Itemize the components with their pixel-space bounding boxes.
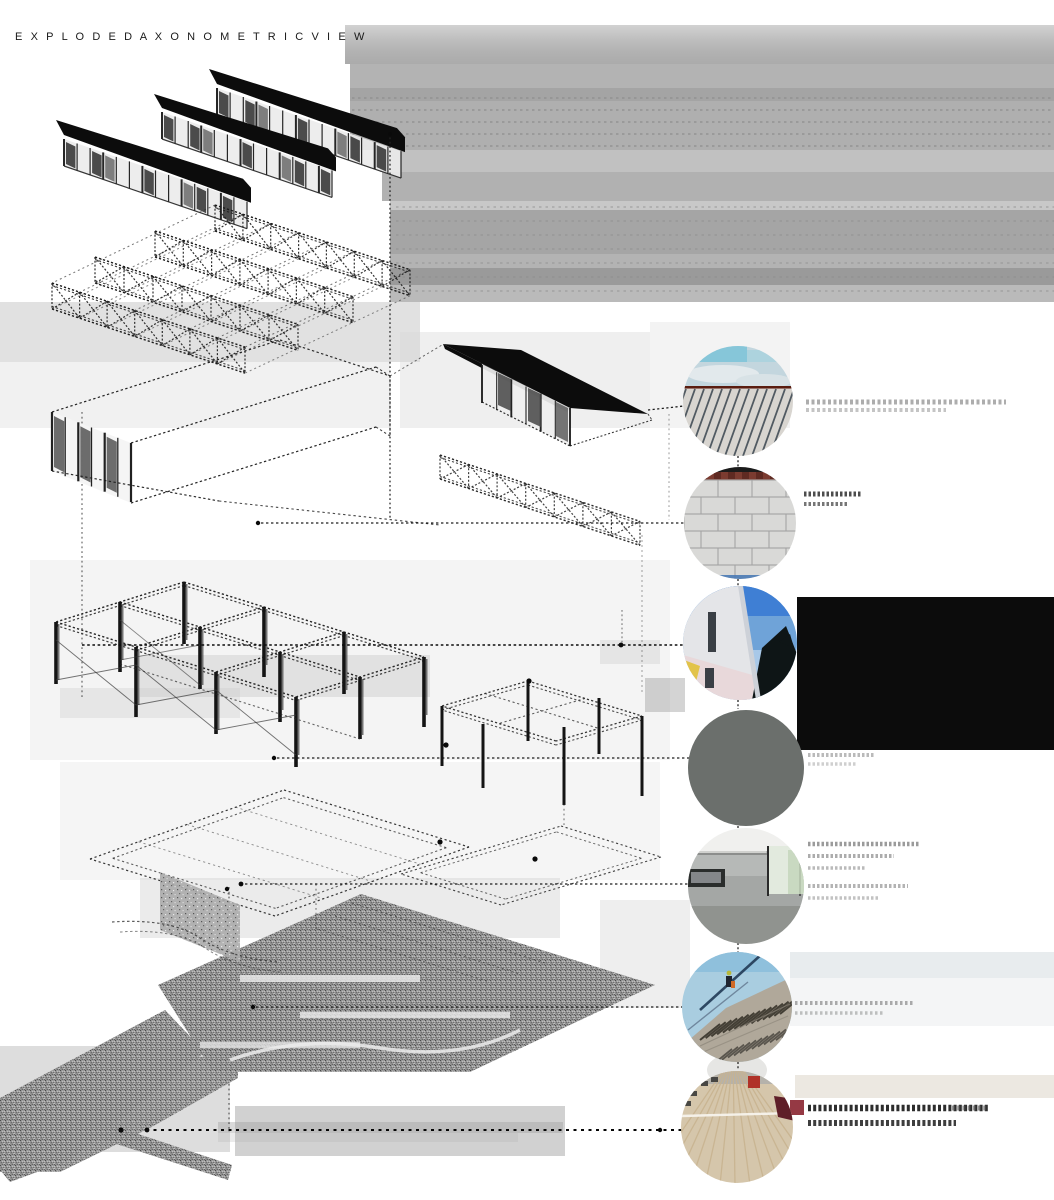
svg-text:E X P L O D E D A X O N O M: E X P L O D E D A X O N O M E T R I C V … <box>15 31 367 43</box>
